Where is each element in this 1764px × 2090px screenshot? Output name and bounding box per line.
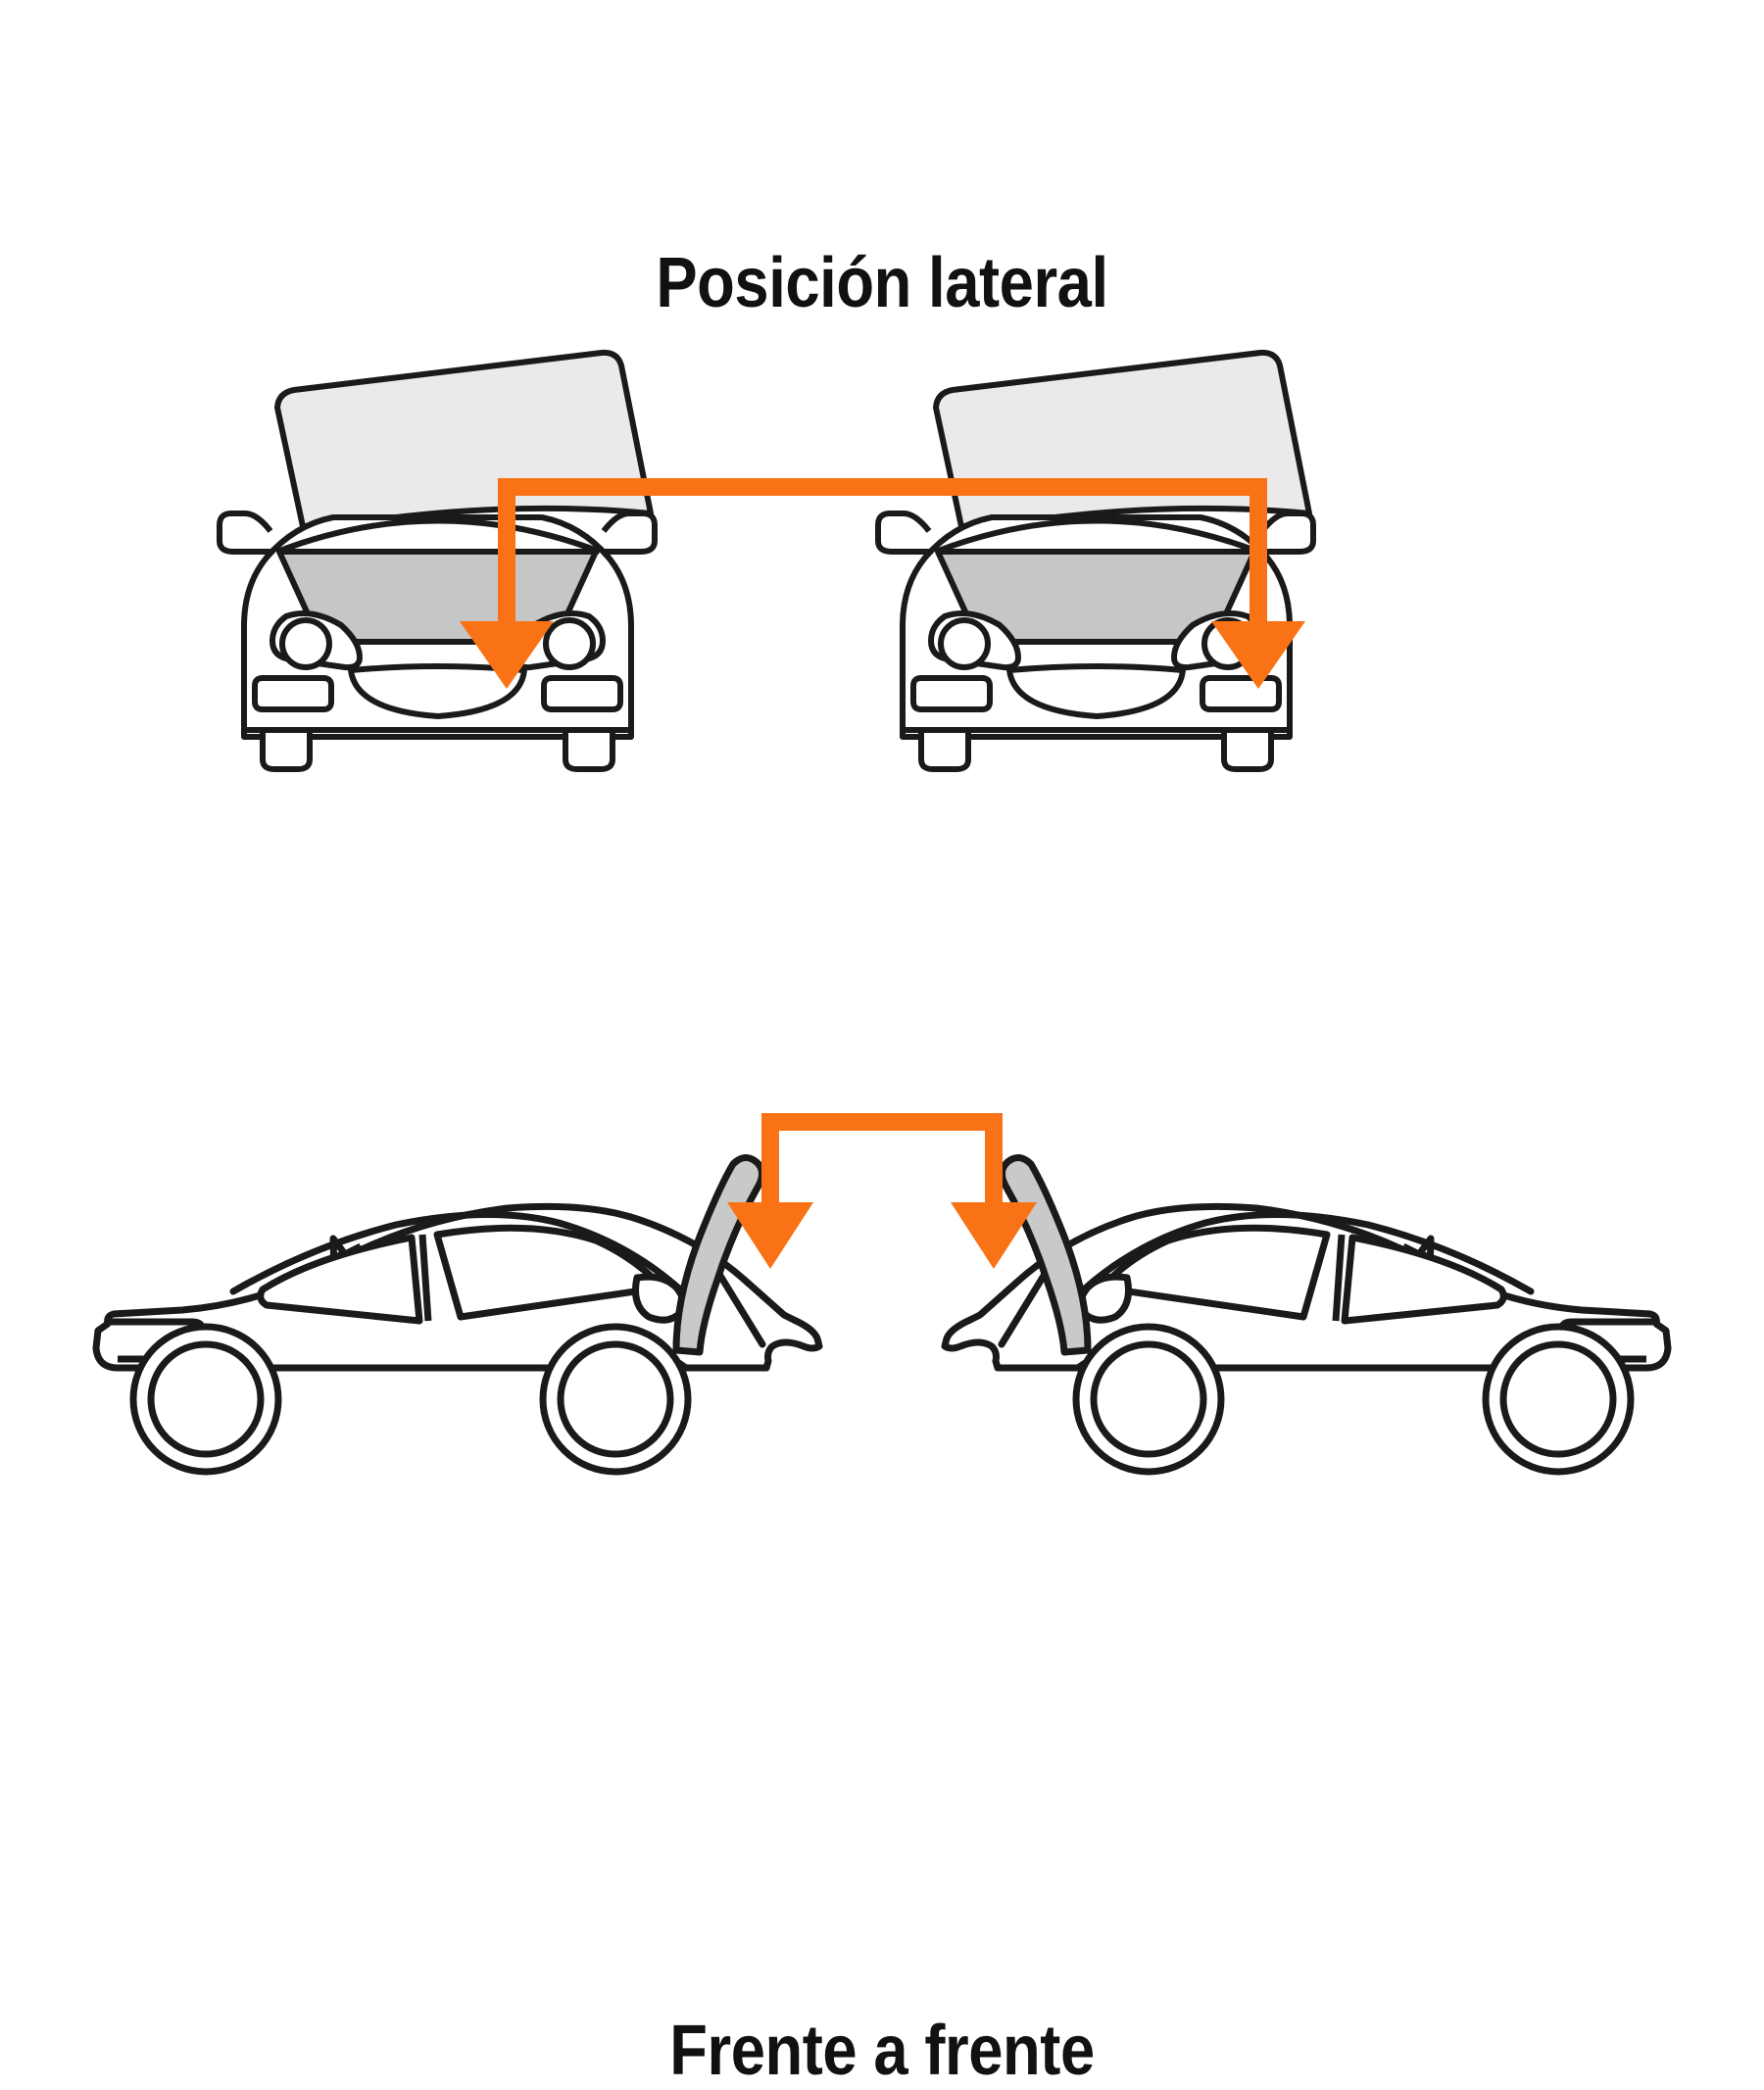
front-view-illustration — [217, 349, 1316, 772]
panel-frente-a-frente: Frente a frente — [0, 882, 1764, 2086]
mirror-left-side — [875, 510, 938, 555]
roofline — [1080, 1210, 1535, 1295]
battery-link-arrow-lateral — [460, 478, 1305, 689]
panel-title-frontal: Frente a frente — [669, 2011, 1095, 2090]
mirror-right-side — [596, 510, 658, 555]
arrow-head-left — [727, 1202, 813, 1269]
panel-title-lateral: Posición lateral — [656, 243, 1108, 322]
open-hood-left — [274, 349, 654, 534]
fog-light-right — [1200, 675, 1282, 712]
headlight-left-lens — [279, 617, 332, 670]
roofline — [229, 1210, 684, 1295]
mirror-right-side — [1254, 510, 1316, 555]
front-car-left — [217, 349, 658, 772]
mirror-left-side — [217, 510, 279, 555]
arrow-bracket-path — [761, 1113, 1003, 1211]
b-pillar — [1332, 1234, 1346, 1322]
battery-link-arrow-frontal — [727, 1113, 1037, 1269]
wheel-front-rim — [1090, 1340, 1207, 1458]
headlight-left-lens — [938, 617, 991, 670]
window-rear — [257, 1234, 423, 1325]
wheel-left — [918, 727, 971, 772]
wheel-front-rim — [557, 1340, 674, 1458]
side-view-illustration — [92, 1113, 1672, 1476]
front-car-right — [875, 349, 1316, 772]
arrow-head-right — [1211, 621, 1305, 689]
headlight-right-lens — [543, 617, 596, 670]
side-car-right — [941, 1154, 1672, 1476]
wheel-right — [1221, 727, 1274, 772]
b-pillar — [418, 1234, 432, 1322]
cowl-arc-right — [934, 517, 1260, 555]
arrow-head-right — [951, 1202, 1037, 1269]
arrow-bracket-path — [498, 478, 1267, 630]
fog-light-left — [910, 675, 993, 712]
side-car-left — [92, 1154, 823, 1476]
wheel-rear-rim — [147, 1340, 265, 1458]
window-rear — [1341, 1234, 1507, 1325]
wheel-rear-rim — [1499, 1340, 1617, 1458]
wheel-right — [563, 727, 615, 772]
fog-light-left — [252, 675, 334, 712]
wheel-left — [260, 727, 313, 772]
arrow-head-left — [460, 621, 554, 689]
fog-light-right — [541, 675, 623, 712]
panel-posicion-lateral: Posición lateral — [0, 0, 1764, 882]
grille-left-car — [348, 663, 527, 719]
cowl-arc-left — [275, 517, 602, 555]
grille-right-car — [1006, 663, 1186, 719]
